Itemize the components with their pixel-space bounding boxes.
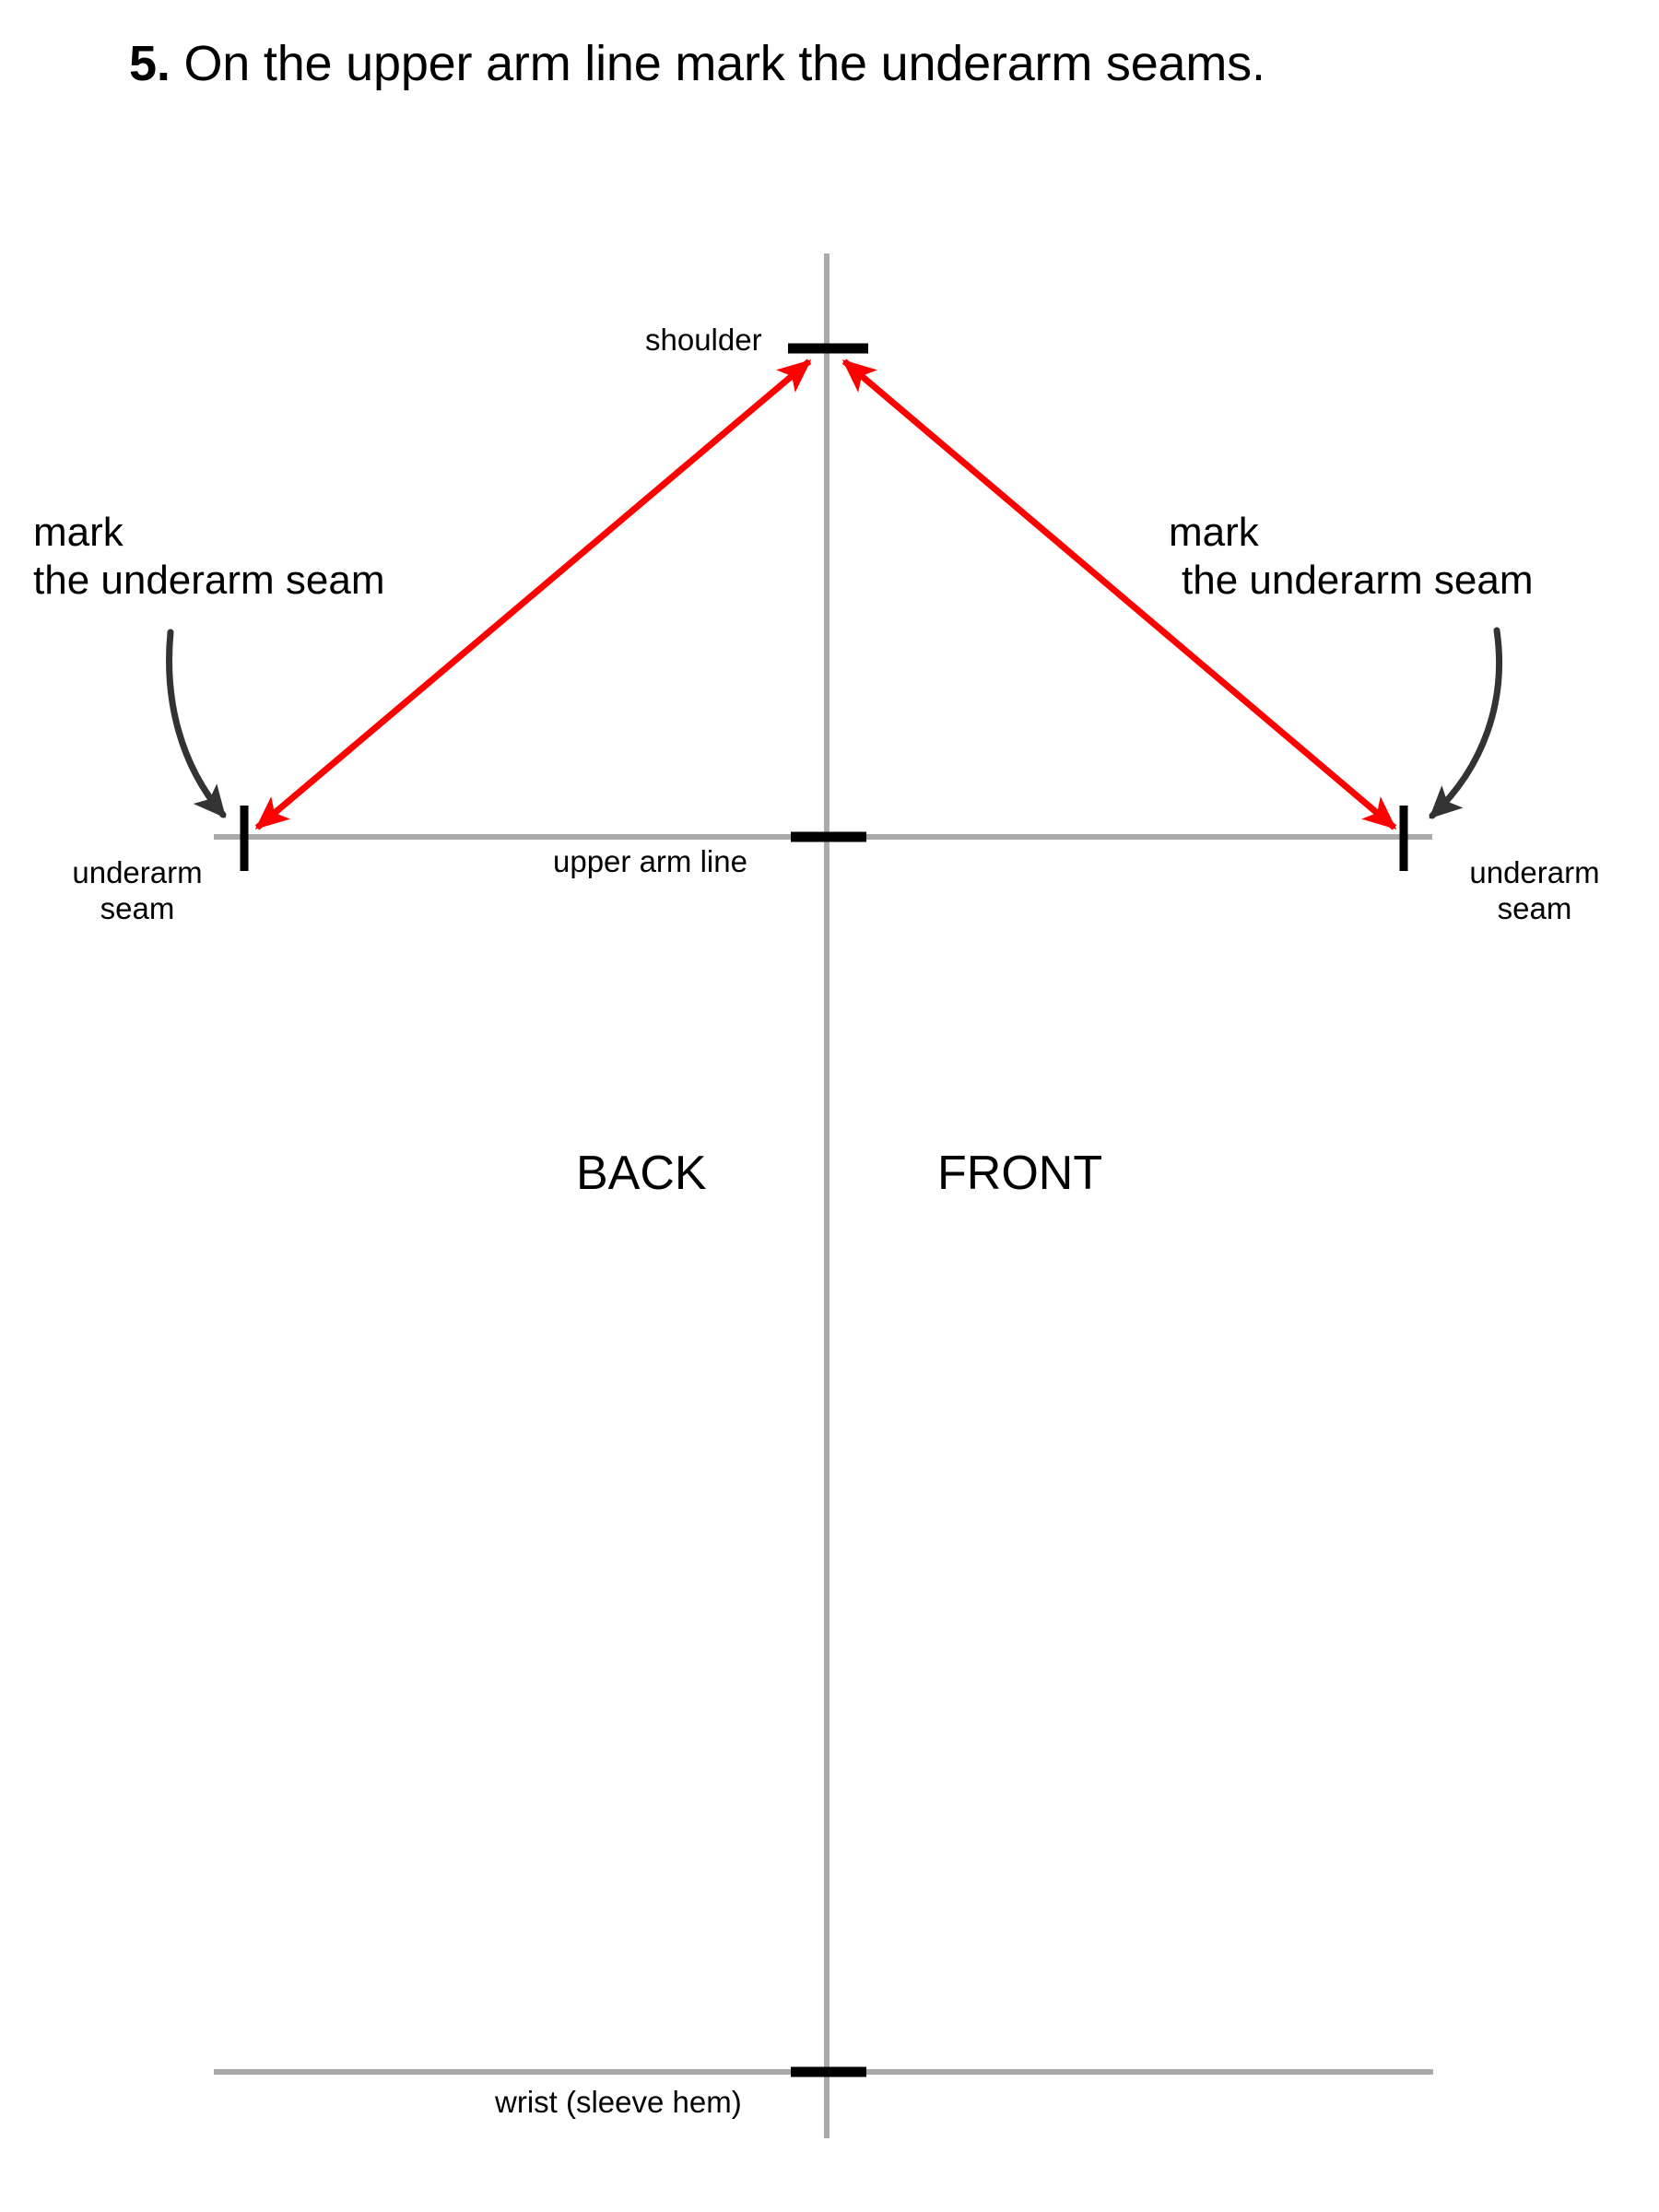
page-title: 5. On the upper arm line mark the undera… — [129, 35, 1567, 92]
callout-text-left-line2: the underarm seam — [33, 557, 385, 603]
label-underarm-seam-right: underarm seam — [1434, 855, 1635, 927]
callout-arrow-left — [166, 629, 227, 818]
step-instruction-text: On the upper arm line mark the underarm … — [183, 36, 1265, 91]
red-arrow-shoulder-to-right-underarm — [841, 359, 1397, 830]
label-wrist-sleeve-hem: wrist (sleeve hem) — [495, 2085, 742, 2119]
red-arrow-shoulder-to-left-underarm — [254, 359, 812, 830]
label-front: FRONT — [937, 1147, 1103, 1200]
label-underarm-seam-right-line1: underarm seam — [1469, 855, 1600, 925]
label-underarm-seam-left-line1: underarm seam — [72, 855, 203, 925]
step-number: 5. — [129, 36, 171, 91]
callout-arrows — [166, 627, 1502, 819]
callout-arrow-right — [1429, 627, 1502, 819]
label-back: BACK — [576, 1147, 707, 1200]
callout-text-left-line1: mark — [33, 510, 124, 555]
label-upper-arm-line: upper arm line — [553, 844, 747, 878]
red-measure-arrows — [254, 359, 1397, 830]
label-shoulder: shoulder — [645, 323, 762, 357]
callout-text-right-line2: the underarm seam — [1182, 557, 1534, 603]
tick-marks — [240, 343, 1408, 2077]
label-underarm-seam-left: underarm seam — [37, 855, 238, 927]
callout-text-right-line1: mark — [1169, 510, 1259, 555]
